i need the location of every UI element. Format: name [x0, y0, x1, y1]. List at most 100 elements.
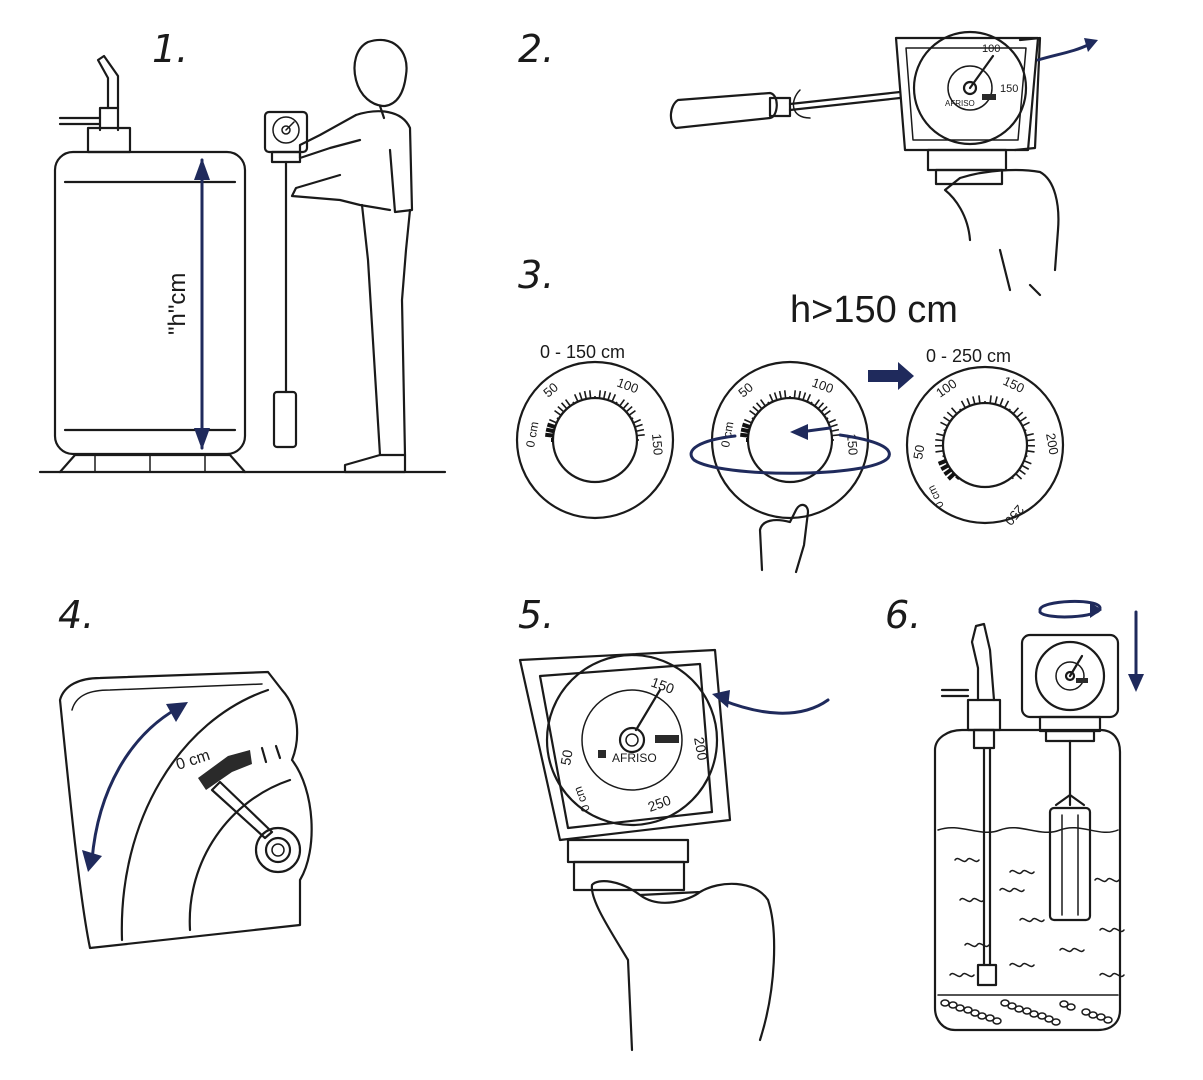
- svg-text:150: 150: [649, 674, 677, 697]
- dial-tick: [950, 407, 958, 415]
- dial-tick: [778, 390, 783, 400]
- sediment-particle: [1066, 1003, 1076, 1011]
- liquid-wave: [1009, 869, 1035, 875]
- dial-tick: [607, 392, 612, 401]
- screwdriver-handle: [669, 91, 778, 130]
- dial-tick: [625, 405, 633, 413]
- dial-tick: [947, 472, 956, 481]
- dial-tick: [768, 393, 774, 402]
- dial-tick: [935, 438, 944, 442]
- dial-tick: [1004, 400, 1010, 409]
- dial-tick: [810, 401, 813, 405]
- svg-text:250: 250: [646, 792, 674, 815]
- panel-1-measure-tank: "h"cm: [38, 38, 447, 474]
- sediment-particle: [948, 1001, 958, 1009]
- dial-tick: [1023, 459, 1032, 465]
- dial-tick: [1025, 432, 1034, 437]
- dial-tick: [752, 405, 760, 413]
- dial-turning: 0 cm 50 100 150: [689, 360, 891, 574]
- range-150-label: 0 - 150 cm: [540, 342, 625, 362]
- panel-5-reattach-cover: AFRISO 150 200 250 50 0 cm: [518, 648, 830, 1052]
- dial-tick: [940, 421, 948, 427]
- dial-tick: [749, 409, 757, 416]
- svg-text:50: 50: [557, 748, 575, 766]
- dial-tick: [783, 390, 787, 399]
- liquid-wave: [964, 942, 990, 948]
- dial-tick: [635, 428, 645, 433]
- dial-tick: [741, 422, 751, 429]
- svg-text:200: 200: [1043, 432, 1062, 456]
- dial-tick: [825, 417, 829, 420]
- panel-2-remove-cover: 100 150 AFRISO: [669, 30, 1098, 297]
- step-number-1: 1.: [152, 27, 188, 71]
- svg-text:200: 200: [691, 736, 711, 762]
- dial-tick: [636, 433, 645, 437]
- dial-tick: [573, 393, 579, 402]
- dial-tick: [619, 399, 626, 407]
- dial-tick: [960, 400, 966, 409]
- transition-arrow: [868, 362, 914, 390]
- dial-tick: [814, 399, 821, 407]
- dial-tick: [829, 423, 838, 428]
- dial-tick: [955, 475, 960, 480]
- step-number-4: 4.: [58, 593, 94, 637]
- dial-tick: [1016, 411, 1024, 419]
- liquid-wave: [959, 897, 985, 903]
- dial-tick: [1021, 464, 1030, 470]
- liquid-wave: [1099, 927, 1125, 933]
- dial-tick: [806, 393, 812, 402]
- zero-cm-label: 0 cm: [174, 747, 212, 774]
- dial-tick: [937, 458, 947, 466]
- sediment-particle: [1044, 1015, 1054, 1023]
- sediment-particle: [1000, 999, 1010, 1007]
- dial-tick: [1025, 455, 1028, 458]
- dial-tick: [545, 432, 554, 438]
- svg-text:100: 100: [933, 376, 959, 401]
- hand-2: [943, 168, 1060, 297]
- svg-text:0 cm: 0 cm: [926, 483, 947, 510]
- dial-tick: [602, 390, 607, 400]
- height-label: "h"cm: [164, 273, 191, 335]
- hand-5: [590, 880, 776, 1052]
- gauge-housing: [894, 36, 1040, 152]
- tank: [53, 150, 247, 456]
- sediment-particle: [1037, 1012, 1047, 1020]
- dial-tick: [959, 408, 962, 412]
- sediment-particle: [1022, 1007, 1032, 1015]
- dial-tick: [946, 411, 954, 419]
- svg-text:150: 150: [1000, 83, 1018, 95]
- gauge-dial: [912, 30, 1028, 146]
- sediment-particle: [940, 999, 950, 1007]
- step-number-5: 5.: [518, 593, 554, 637]
- brand-label: AFRISO: [945, 99, 975, 108]
- dial-tick: [598, 390, 602, 399]
- range-250-label: 0 - 250 cm: [926, 346, 1011, 366]
- liquid-wave: [1009, 962, 1035, 968]
- valve-6: [970, 622, 996, 702]
- dial-tick: [943, 416, 951, 423]
- tank-valve: [86, 126, 132, 154]
- dial-tick: [564, 399, 571, 407]
- dial-tick: [828, 418, 837, 424]
- dial-tick: [797, 390, 802, 400]
- step-number-2: 2.: [518, 27, 554, 71]
- dial-face-closeup: [58, 670, 313, 950]
- dial-tick: [793, 390, 797, 399]
- dial-tick: [572, 401, 575, 405]
- dial-tick: [578, 392, 583, 401]
- dial-tick: [740, 427, 750, 434]
- float-6: [1048, 806, 1092, 922]
- svg-text:0 cm: 0 cm: [523, 420, 541, 448]
- dial-tick: [557, 405, 565, 413]
- step-number-3: 3.: [518, 253, 554, 297]
- liquid-wave: [999, 887, 1025, 893]
- dial-tick: [978, 395, 981, 404]
- panel-3-scale-change: h>150 cm 0 - 150 cm 0 - 250 cm 0 cm 50 1…: [515, 289, 1065, 574]
- dial-tick: [773, 392, 778, 401]
- dial-tick: [767, 401, 770, 405]
- sediment-particle: [1051, 1018, 1061, 1026]
- dial-tick: [583, 390, 588, 400]
- gauge-dial-5: [545, 653, 719, 827]
- dial-tick: [830, 428, 840, 433]
